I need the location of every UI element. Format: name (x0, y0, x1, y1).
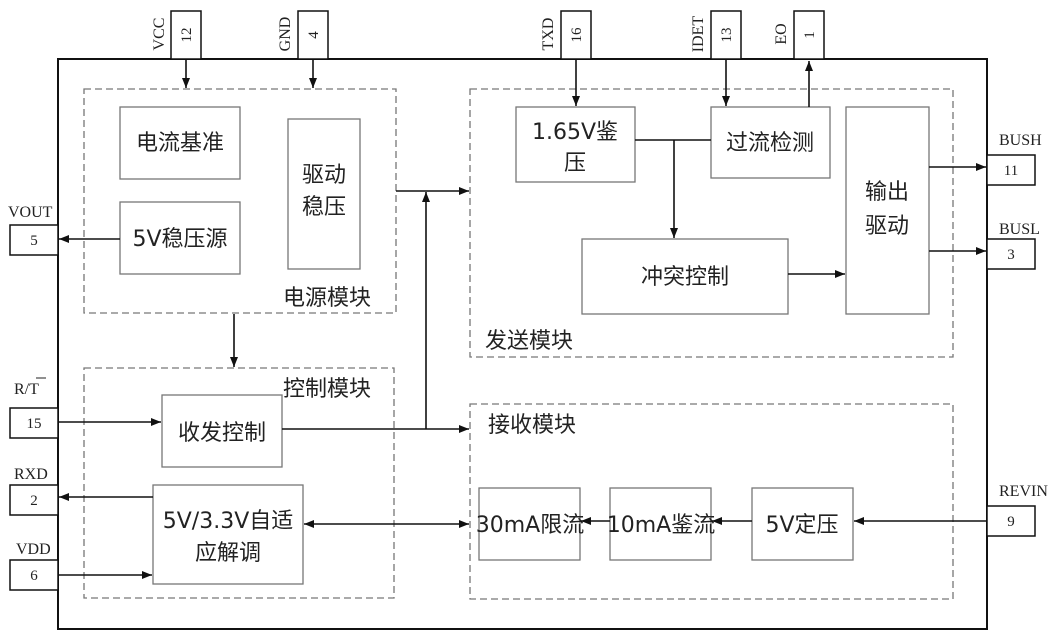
svg-text:3: 3 (1007, 247, 1015, 263)
adaptive-demod-block: 5V/3.3V自适 应解调 (152, 484, 304, 585)
svg-text:R/T: R/T (14, 381, 39, 398)
pin-rxd: RXD 2 (9, 466, 59, 516)
collision-control-block: 冲突控制 (581, 238, 789, 315)
svg-text:电流基准: 电流基准 (136, 131, 224, 156)
pin-vcc: 12 VCC (151, 10, 202, 60)
svg-text:冲突控制: 冲突控制 (641, 265, 729, 290)
svg-text:5V/3.3V自适: 5V/3.3V自适 (163, 509, 294, 534)
svg-text:4: 4 (306, 31, 322, 39)
regulator-5v-block: 5V稳压源 (119, 201, 241, 275)
pin-vdd: VDD 6 (9, 541, 59, 591)
pin-idet: 13 IDET (690, 10, 742, 60)
svg-text:5V定压: 5V定压 (765, 513, 838, 538)
transmit-module-title: 发送模块 (485, 329, 573, 354)
control-module-frame (83, 367, 395, 599)
pin-busl: BUSL 3 (986, 221, 1040, 270)
svg-text:TXD: TXD (540, 18, 557, 51)
svg-text:VDD: VDD (16, 541, 51, 558)
current-reference-block: 电流基准 (119, 106, 241, 180)
control-module-title: 控制模块 (283, 377, 371, 402)
power-module-frame (83, 88, 397, 314)
svg-text:11: 11 (1004, 163, 1018, 179)
const-5v-block: 5V定压 (751, 487, 854, 561)
svg-text:15: 15 (27, 416, 42, 432)
svg-text:应解调: 应解调 (195, 541, 261, 566)
svg-text:收发控制: 收发控制 (178, 421, 266, 446)
svg-text:稳压: 稳压 (302, 195, 346, 220)
transmit-module-frame (469, 88, 954, 358)
output-driver-block: 输出 驱动 (845, 106, 930, 315)
svg-text:5: 5 (30, 233, 38, 249)
svg-text:REVIN: REVIN (999, 483, 1048, 500)
svg-text:BUSH: BUSH (999, 132, 1042, 149)
svg-text:IDET: IDET (690, 16, 707, 53)
svg-text:压: 压 (564, 151, 586, 176)
svg-text:5V稳压源: 5V稳压源 (132, 227, 227, 252)
pin-vout: VOUT 5 (8, 204, 59, 256)
svg-text:EO: EO (773, 23, 790, 44)
ref-1-65v-block: 1.65V鉴 压 (515, 106, 636, 183)
overcurrent-detect-block: 过流检测 (710, 106, 831, 179)
pin-bush: BUSH 11 (986, 132, 1042, 186)
pin-eo: 1 EO (773, 10, 825, 60)
svg-text:RXD: RXD (14, 466, 48, 483)
limit-30ma-block: 30mA限流 (476, 487, 584, 561)
svg-text:13: 13 (719, 28, 735, 43)
svg-text:1.65V鉴: 1.65V鉴 (532, 120, 618, 145)
svg-text:6: 6 (30, 568, 38, 584)
txrx-control-block: 收发控制 (161, 394, 283, 468)
svg-text:GND: GND (277, 17, 294, 52)
pin-gnd: 4 GND (277, 10, 329, 60)
svg-text:输出: 输出 (865, 180, 909, 205)
svg-text:1: 1 (802, 31, 818, 39)
svg-text:驱动: 驱动 (865, 214, 909, 239)
pin-txd: 16 TXD (540, 10, 592, 60)
svg-text:2: 2 (30, 493, 38, 509)
svg-text:9: 9 (1007, 514, 1015, 530)
drive-regulator-block: 驱动 稳压 (287, 118, 361, 270)
svg-text:16: 16 (569, 27, 585, 43)
svg-text:BUSL: BUSL (999, 221, 1040, 238)
svg-text:30mA限流: 30mA限流 (476, 513, 584, 538)
svg-text:VOUT: VOUT (8, 204, 53, 221)
svg-text:10mA鉴流: 10mA鉴流 (607, 513, 715, 538)
svg-text:过流检测: 过流检测 (726, 131, 814, 156)
pin-rt: R/T 15 (9, 377, 59, 439)
detect-10ma-block: 10mA鉴流 (607, 487, 715, 561)
chip-outline (57, 58, 988, 630)
power-module-title: 电源模块 (283, 286, 371, 311)
receive-module-frame (469, 403, 954, 600)
receive-module-title: 接收模块 (488, 413, 576, 438)
svg-text:12: 12 (179, 28, 195, 43)
svg-text:VCC: VCC (151, 18, 168, 51)
svg-text:驱动: 驱动 (302, 163, 346, 188)
pin-revin: REVIN 9 (986, 483, 1048, 537)
